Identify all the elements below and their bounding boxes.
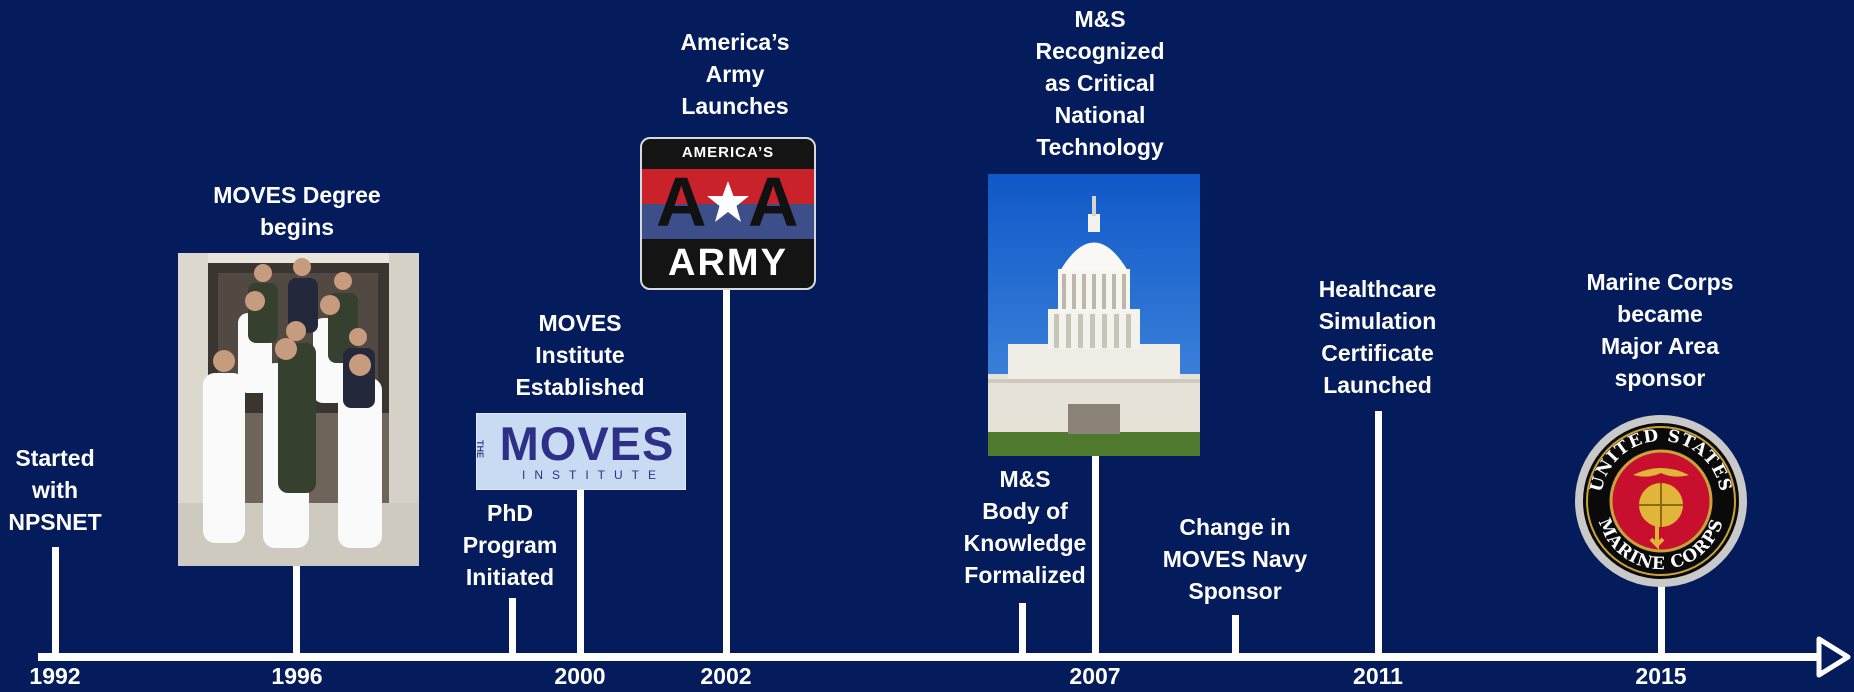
stem-moves-institute — [577, 485, 584, 655]
year-label-2002: 2002 — [700, 663, 752, 689]
moves-institute-logo: THE MOVES INSTITUTE — [476, 413, 686, 490]
moves-logo-side-text: THE — [476, 440, 485, 458]
event-label-critical-tech: M&S Recognized as Critical National Tech… — [1035, 6, 1165, 160]
stem-phd — [509, 598, 516, 655]
stem-marine-corps — [1658, 580, 1665, 655]
graduates-photo — [178, 253, 419, 566]
event-label-phd: PhD Program Initiated — [462, 500, 558, 590]
event-label-americas-army: America’s Army Launches — [680, 29, 790, 119]
stem-body-of-knowledge — [1019, 603, 1026, 655]
timeline-axis — [38, 653, 1828, 661]
stem-navy-sponsor — [1232, 615, 1239, 655]
year-label-2007: 2007 — [1069, 663, 1121, 689]
event-label-body-of-knowledge: M&S Body of Knowledge Formalized — [963, 466, 1087, 588]
americas-army-logo-bottom: ARMY — [668, 242, 788, 284]
americas-army-logo-left-a: A — [656, 163, 707, 241]
year-label-1996: 1996 — [271, 663, 323, 689]
capitol-photo — [988, 174, 1200, 456]
event-label-marine-corps: Marine Corps became Major Area sponsor — [1586, 269, 1734, 391]
stem-moves-degree — [293, 560, 300, 655]
year-label-1992: 1992 — [29, 663, 81, 689]
event-label-healthcare: Healthcare Simulation Certificate Launch… — [1318, 276, 1437, 398]
year-label-2000: 2000 — [554, 663, 606, 689]
year-label-2011: 2011 — [1353, 663, 1403, 689]
event-label-npsnet: Started with NPSNET — [8, 445, 102, 535]
stem-healthcare — [1375, 411, 1382, 655]
star-icon — [707, 181, 749, 222]
stem-npsnet — [52, 547, 59, 655]
moves-logo-sub-text: INSTITUTE — [522, 468, 665, 482]
stem-americas-army — [723, 278, 730, 655]
axis-arrow-icon — [1816, 636, 1851, 678]
stem-critical-tech — [1092, 450, 1099, 655]
event-label-moves-institute: MOVES Institute Established — [515, 310, 645, 400]
moves-logo-main-text: MOVES — [499, 417, 675, 470]
event-label-moves-degree: MOVES Degree begins — [213, 182, 381, 240]
americas-army-logo-right-a: A — [748, 163, 799, 241]
americas-army-logo-top: AMERICA’S — [681, 144, 775, 161]
event-label-navy-sponsor: Change in MOVES Navy Sponsor — [1162, 514, 1308, 604]
usmc-seal: UNITED STATES MARINE CORPS — [1573, 413, 1749, 589]
year-label-2015: 2015 — [1635, 663, 1687, 689]
americas-army-logo: AMERICA’S A A ARMY — [640, 137, 816, 290]
